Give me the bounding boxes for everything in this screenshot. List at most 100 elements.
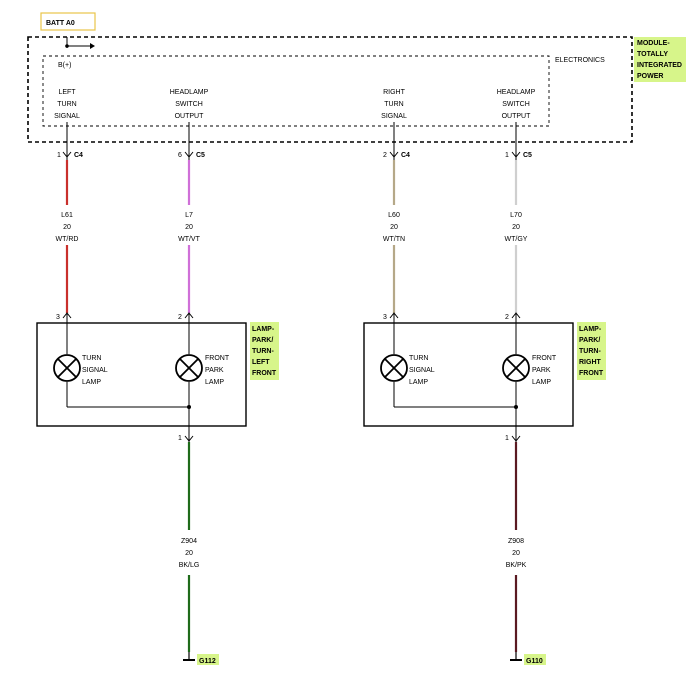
turn-signal-lamp-left-line-2: SIGNAL [82, 367, 108, 374]
ground-wire-z908: 1 Z908 20 BK/PK G110 [505, 426, 546, 665]
front-park-lamp-right-icon [502, 354, 530, 382]
ground-wire-z904-gauge: 20 [185, 550, 193, 557]
module-title-line-4: POWER [637, 73, 663, 80]
svg-text:SIGNAL: SIGNAL [54, 113, 80, 120]
svg-text:HEADLAMP: HEADLAMP [497, 89, 536, 96]
ground-wire-z908-gauge: 20 [512, 550, 520, 557]
output-headlamp-switch-left: HEADLAMP SWITCH OUTPUT [170, 89, 209, 120]
lamp-assembly-left: TURN SIGNAL LAMP FRONT PARK LAMP LAMP- P… [36, 322, 279, 427]
wire-l70-circuit: L70 [510, 212, 522, 219]
wire-l70-connector: C5 [523, 152, 532, 159]
wire-l70: 1 C5 L70 20 WT/GY 2 [505, 142, 532, 323]
output-stubs [66, 122, 517, 142]
turn-signal-lamp-left-line-3: LAMP [82, 379, 101, 386]
wire-l60-circuit: L60 [388, 212, 400, 219]
wire-l70-pin: 1 [505, 152, 509, 159]
lamp-assembly-left-title-4: LEFT [252, 359, 270, 366]
turn-signal-lamp-right-icon [380, 354, 408, 382]
wire-l7-pin: 6 [178, 152, 182, 159]
wire-l60-lamp-pin: 3 [383, 314, 387, 321]
module-title-line-1: MODULE- [637, 40, 670, 47]
wire-l70-lamp-pin: 2 [505, 314, 509, 321]
turn-signal-lamp-left-line-1: TURN [82, 355, 101, 362]
svg-text:SIGNAL: SIGNAL [381, 113, 407, 120]
wire-l61-connector: C4 [74, 152, 83, 159]
ground-wire-z908-circuit: Z908 [508, 538, 524, 545]
ground-wire-z904-pin: 1 [178, 435, 182, 442]
ground-wire-z904-circuit: Z904 [181, 538, 197, 545]
wire-l60-pin: 2 [383, 152, 387, 159]
front-park-lamp-right-line-3: LAMP [532, 379, 551, 386]
svg-text:TURN: TURN [57, 101, 76, 108]
wire-l60-gauge: 20 [390, 224, 398, 231]
batt-label: BATT A0 [46, 20, 75, 27]
turn-signal-lamp-right-line-3: LAMP [409, 379, 428, 386]
svg-text:RIGHT: RIGHT [383, 89, 406, 96]
front-park-lamp-left-line-1: FRONT [205, 355, 230, 362]
wire-l60: 2 C4 L60 20 WT/TN 3 [383, 142, 410, 323]
module-outer-box [27, 36, 633, 143]
lamp-assembly-right-title-2: PARK/ [579, 337, 600, 344]
wire-l61-gauge: 20 [63, 224, 71, 231]
electronics-label: ELECTRONICS [555, 57, 605, 64]
lamp-assembly-right-title-1: LAMP- [579, 326, 602, 333]
output-right-turn-signal: RIGHT TURN SIGNAL [381, 89, 407, 120]
lamp-assembly-left-box [36, 322, 247, 427]
wire-l7-color-code: WT/VT [178, 236, 200, 243]
ground-wire-z904-color-code: BK/LG [179, 562, 200, 569]
front-park-lamp-right-line-2: PARK [532, 367, 551, 374]
lamp-assembly-left-title-3: TURN- [252, 348, 274, 355]
lamp-assembly-left-title-highlight [250, 322, 279, 380]
front-park-lamp-left-icon [175, 354, 203, 382]
wire-l70-gauge: 20 [512, 224, 520, 231]
front-park-lamp-right-line-1: FRONT [532, 355, 557, 362]
wire-l61-lamp-pin: 3 [56, 314, 60, 321]
ground-g110-icon [510, 652, 522, 661]
lamp-assembly-right-box [363, 322, 574, 427]
module-title-line-3: INTEGRATED [637, 62, 682, 69]
turn-signal-lamp-left-icon [53, 354, 81, 382]
svg-text:SWITCH: SWITCH [175, 101, 203, 108]
wire-l60-connector: C4 [401, 152, 410, 159]
lamp-assembly-right-title-highlight [577, 322, 606, 380]
ground-g110-highlight [524, 654, 546, 665]
output-left-turn-signal: LEFT TURN SIGNAL [54, 89, 80, 120]
lamp-assembly-right: TURN SIGNAL LAMP FRONT PARK LAMP LAMP- P… [363, 322, 606, 427]
ground-wire-z904: 1 Z904 20 BK/LG G112 [178, 426, 219, 665]
module-title-line-2: TOTALLY [637, 51, 668, 58]
b-plus-feed [65, 37, 95, 49]
ground-g112-icon [183, 652, 195, 661]
batt-label-box [40, 12, 96, 31]
wire-l7-connector: C5 [196, 152, 205, 159]
ground-wire-z908-pin: 1 [505, 435, 509, 442]
lamp-assembly-right-title-3: TURN- [579, 348, 601, 355]
lamp-assembly-left-title-2: PARK/ [252, 337, 273, 344]
lamp-assembly-left-title-5: FRONT [252, 370, 277, 377]
wire-l61: 1 C4 L61 20 WT/RD 3 [56, 142, 83, 323]
svg-text:OUTPUT: OUTPUT [175, 113, 205, 120]
svg-text:TURN: TURN [384, 101, 403, 108]
b-plus-label: B(+) [58, 62, 71, 69]
wire-l61-color-code: WT/RD [56, 236, 79, 243]
wire-l7: 6 C5 L7 20 WT/VT 2 [178, 142, 205, 323]
wire-l7-circuit: L7 [185, 212, 193, 219]
svg-text:SWITCH: SWITCH [502, 101, 530, 108]
svg-text:OUTPUT: OUTPUT [502, 113, 532, 120]
wire-l61-circuit: L61 [61, 212, 73, 219]
wire-l60-color-code: WT/TN [383, 236, 405, 243]
electronics-box [42, 55, 550, 127]
svg-text:HEADLAMP: HEADLAMP [170, 89, 209, 96]
ground-g112-highlight [197, 654, 219, 665]
wire-l7-lamp-pin: 2 [178, 314, 182, 321]
module-title-highlight [634, 37, 686, 82]
front-park-lamp-left-line-3: LAMP [205, 379, 224, 386]
wire-l7-gauge: 20 [185, 224, 193, 231]
ground-g112-label: G112 [199, 658, 216, 665]
lamp-assembly-right-title-4: RIGHT [579, 359, 602, 366]
ground-g110-label: G110 [526, 658, 543, 665]
lamp-assembly-right-title-5: FRONT [579, 370, 604, 377]
front-park-lamp-left-line-2: PARK [205, 367, 224, 374]
turn-signal-lamp-right-line-2: SIGNAL [409, 367, 435, 374]
ground-wire-z908-color-code: BK/PK [506, 562, 527, 569]
